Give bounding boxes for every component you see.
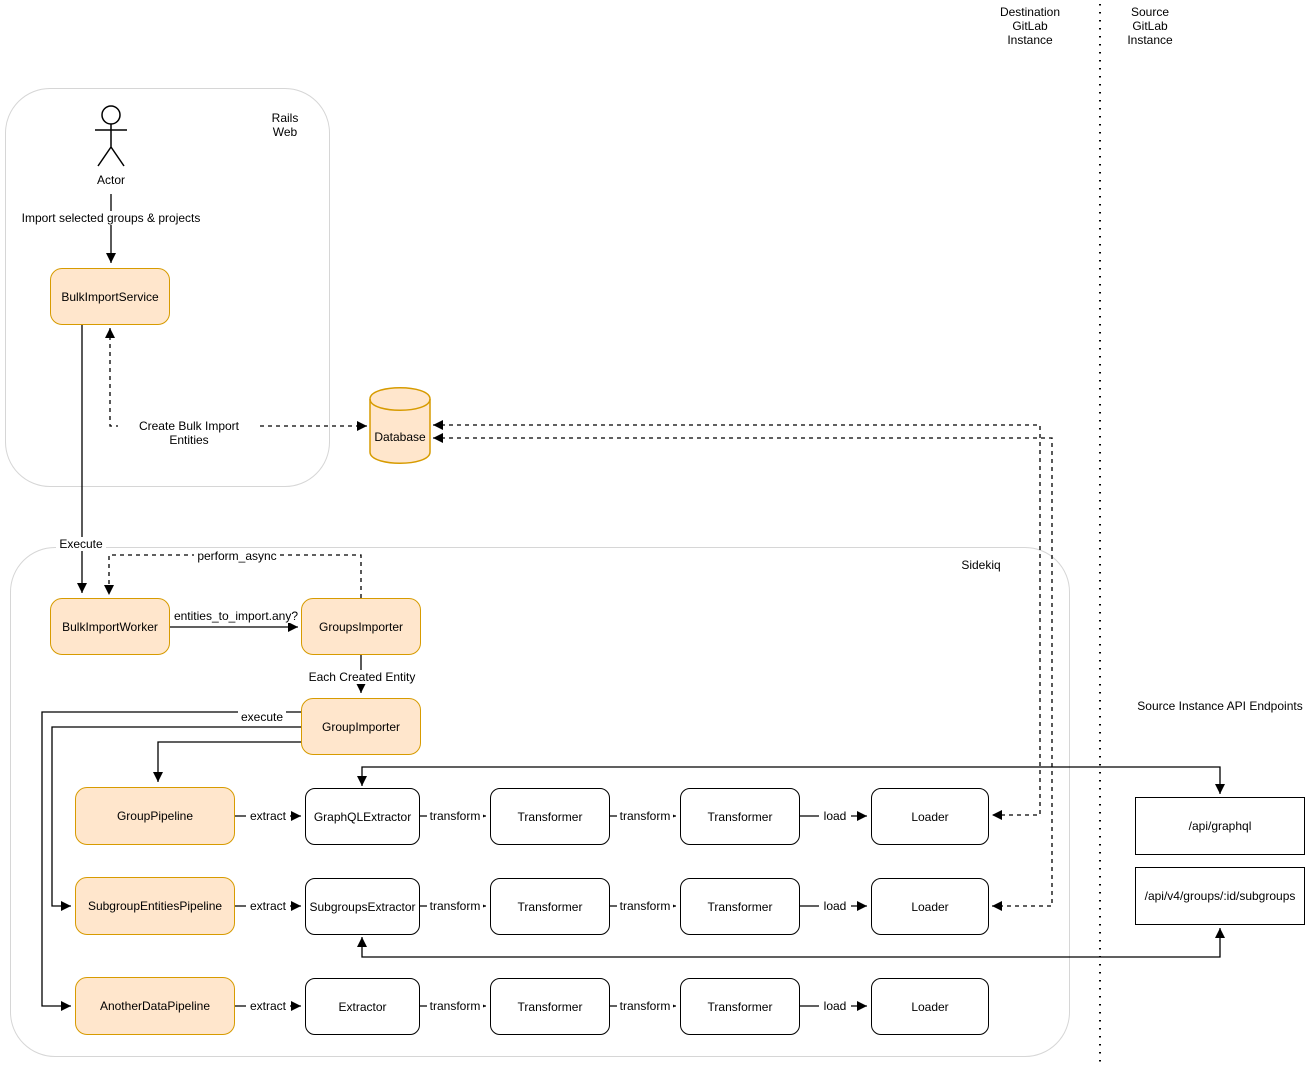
edge-create-bulk-import-entities: [105, 328, 367, 431]
subgroup-entities-pipeline-node: SubgroupEntitiesPipeline: [75, 877, 235, 935]
loader-node: Loader: [871, 788, 989, 845]
transformer-node: Transformer: [490, 978, 610, 1035]
edge-groupimporter-to-anotherpipeline: [41, 711, 301, 1011]
rails-web-label: Rails Web: [271, 111, 299, 139]
edge-label-transform: transform: [427, 809, 483, 823]
edge-label-transform: transform: [617, 999, 673, 1013]
subgroups-extractor-node: SubgroupsExtractor: [305, 878, 420, 935]
source-instance-label: Source GitLab Instance: [1127, 5, 1173, 47]
edge-label-import-selected: Import selected groups & projects: [20, 211, 202, 225]
bulk-import-worker-node: BulkImportWorker: [50, 598, 170, 655]
edge-label-transform: transform: [427, 899, 483, 913]
edge-label-load: load: [819, 999, 851, 1013]
api-graphql-endpoint-node: /api/graphql: [1135, 797, 1305, 855]
edge-label-load: load: [819, 899, 851, 913]
edge-label-extract: extract: [246, 999, 290, 1013]
transformer-node: Transformer: [680, 788, 800, 845]
loader-node: Loader: [871, 978, 989, 1035]
api-subgroups-endpoint-node: /api/v4/groups/:id/subgroups: [1135, 867, 1305, 925]
edge-label-create-bulk-import-entities: Create Bulk Import Entities: [118, 419, 260, 447]
destination-instance-label: Destination GitLab Instance: [999, 5, 1061, 47]
actor-label: Actor: [96, 173, 125, 187]
edge-label-extract: extract: [246, 809, 290, 823]
edge-label-transform: transform: [427, 999, 483, 1013]
edge-subgroupsextractor-api: [357, 928, 1225, 958]
another-data-pipeline-node: AnotherDataPipeline: [75, 977, 235, 1035]
transformer-node: Transformer: [680, 878, 800, 935]
transformer-node: Transformer: [490, 878, 610, 935]
actor-icon: [95, 105, 127, 167]
edge-groupimporter-to-subgrouppipeline: [51, 726, 301, 911]
database-cylinder-icon: [369, 387, 431, 464]
edge-label-transform: transform: [617, 809, 673, 823]
edge-label-execute: Execute: [56, 537, 106, 551]
group-importer-node: GroupImporter: [301, 698, 421, 755]
extractor-node: Extractor: [305, 978, 420, 1035]
bulk-import-service-node: BulkImportService: [50, 268, 170, 325]
edge-database-loader1: [433, 420, 1041, 820]
api-endpoints-title: Source Instance API Endpoints: [1137, 699, 1303, 713]
edge-label-transform: transform: [617, 899, 673, 913]
database-label: Database: [374, 430, 426, 444]
edge-label-execute-pipeline: execute: [238, 710, 286, 724]
loader-node: Loader: [871, 878, 989, 935]
group-pipeline-node: GroupPipeline: [75, 787, 235, 845]
edge-label-extract: extract: [246, 899, 290, 913]
groups-importer-node: GroupsImporter: [301, 598, 421, 655]
edge-label-entities-to-import-any: entities_to_import.any?: [172, 609, 300, 623]
edge-label-perform-async: perform_async: [194, 549, 280, 563]
transformer-node: Transformer: [680, 978, 800, 1035]
graphql-extractor-node: GraphQLExtractor: [305, 788, 420, 845]
edge-groupimporter-to-grouppipeline: [153, 741, 301, 782]
edge-label-load: load: [819, 809, 851, 823]
sidekiq-label: Sidekiq: [961, 558, 1001, 572]
edge-label-each-created-entity: Each Created Entity: [304, 670, 420, 684]
transformer-node: Transformer: [490, 788, 610, 845]
